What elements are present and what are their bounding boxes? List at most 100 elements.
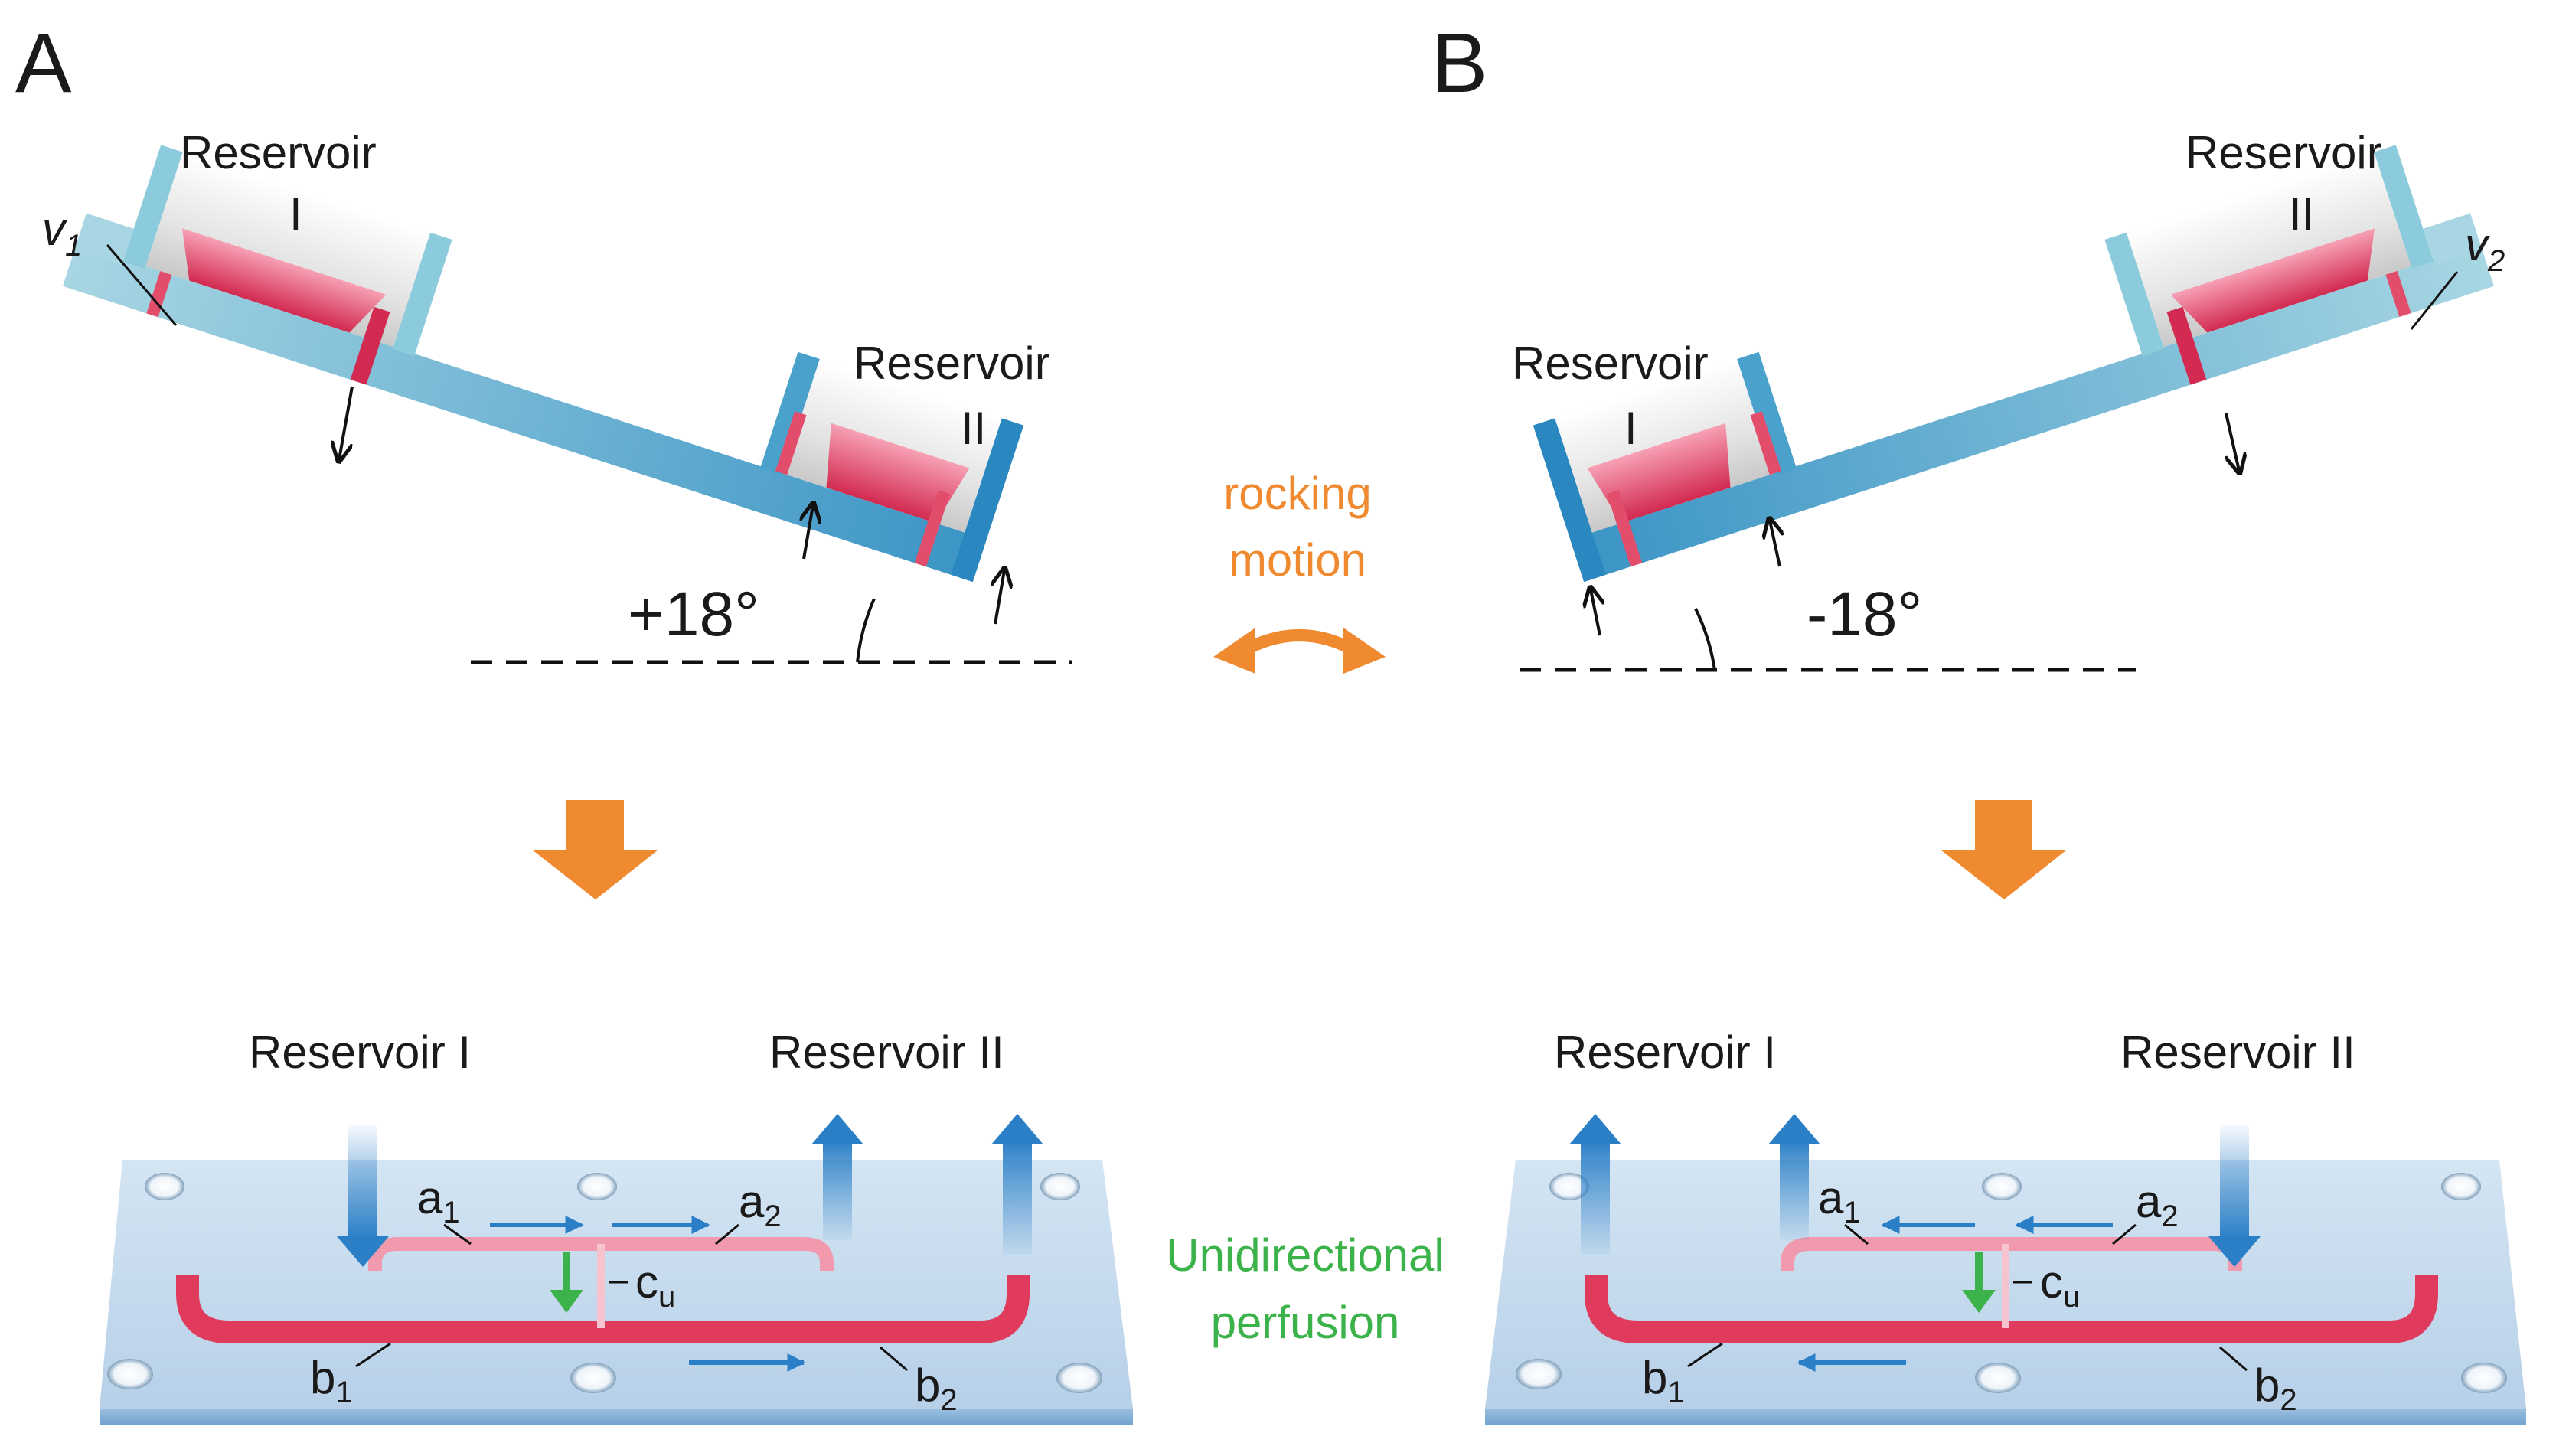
label-b1-leader <box>1687 1342 1723 1368</box>
chip-b: Reservoir I Reservoir II a1 a2 cu b1 b2 <box>1485 1027 2526 1425</box>
reservoir-ii-label-1: Reservoir <box>854 338 1050 389</box>
mounting-hole <box>107 1359 153 1389</box>
angle-arc-a <box>856 598 876 663</box>
label-b2: b2 <box>2254 1360 2297 1417</box>
flow-up-reservoir-ii-a <box>823 1141 852 1240</box>
mounting-hole <box>577 1173 617 1200</box>
label-a1: a1 <box>1818 1172 1861 1229</box>
reservoir-i-liquid <box>181 228 387 333</box>
label-a2: a2 <box>739 1176 782 1233</box>
mounting-hole <box>2461 1363 2507 1393</box>
channel-b <box>176 1275 1030 1343</box>
perfusion-line2: perfusion <box>1211 1297 1400 1348</box>
bottom-label-reservoir-ii: Reservoir II <box>2120 1027 2355 1078</box>
mounting-hole <box>570 1363 616 1393</box>
label-b1-leader <box>355 1342 391 1368</box>
main-channel <box>1570 243 2495 583</box>
main-channel <box>62 243 987 583</box>
reservoir-i-liquid <box>1587 423 1731 524</box>
angle-arc-b <box>1694 608 1716 671</box>
label-a2: a2 <box>2136 1176 2179 1233</box>
angle-label-a: +18° <box>628 579 759 649</box>
bottom-label-reservoir-ii: Reservoir II <box>769 1027 1004 1078</box>
inlet-i-right <box>1750 411 1782 475</box>
label-b2: b2 <box>915 1360 958 1417</box>
reservoir-ii-wall-right <box>2374 145 2434 269</box>
reservoir-i-label-1: Reservoir <box>180 127 377 178</box>
label-a2-leader <box>715 1223 739 1245</box>
reservoir-ii-label-2: II <box>2289 188 2314 240</box>
tilted-device-b <box>1533 145 2495 583</box>
reservoir-i-label-2: I <box>1624 403 1637 454</box>
label-b2-leader <box>2219 1346 2248 1372</box>
flow-up-head <box>811 1114 863 1144</box>
reservoir-ii-wall-left <box>759 351 820 476</box>
channel-b <box>1585 1275 2438 1343</box>
mounting-hole <box>2441 1173 2481 1200</box>
flow-arrow-in-ii-right <box>995 570 1004 625</box>
reservoir-i-label-1: Reservoir <box>1512 338 1709 389</box>
label-b2-leader <box>880 1346 908 1372</box>
label-b1: b1 <box>1642 1352 1685 1409</box>
flow-up-head <box>1569 1114 1621 1144</box>
perfusion-arrow-head <box>1962 1290 1996 1313</box>
flow-up-head <box>1768 1114 1820 1144</box>
mounting-hole <box>1549 1173 1589 1200</box>
flow-up-reservoir-ii-b <box>1003 1141 1032 1255</box>
flow-up-reservoir-i-a <box>1581 1141 1610 1255</box>
flow-down-head <box>337 1236 389 1267</box>
chip-a: Reservoir I Reservoir II a1 a2 cu b1 b2 <box>100 1027 1133 1425</box>
connector-cu <box>597 1244 605 1328</box>
mounting-hole <box>1516 1359 1562 1389</box>
flow-down-reservoir-ii <box>2220 1125 2249 1240</box>
tilted-device-a <box>62 145 1024 583</box>
flow-up-reservoir-i-b <box>1780 1141 1809 1240</box>
center-annotations: rocking motion Unidirectional perfusion <box>1166 468 1444 1348</box>
outlet-i <box>350 306 390 385</box>
label-a1: a1 <box>417 1172 460 1229</box>
flow-arrow-in-i-right <box>1770 521 1780 567</box>
valve-v2-leader <box>2410 271 2459 330</box>
valve-v2 <box>2385 270 2411 317</box>
panel-a-letter: A <box>15 16 72 110</box>
valve-v2-label: v2 <box>2465 219 2505 278</box>
label-cu: cu <box>635 1256 675 1314</box>
mounting-hole <box>145 1173 184 1200</box>
flow-arrow-out-i <box>339 386 354 459</box>
label-cu: cu <box>2040 1256 2080 1314</box>
reservoir-ii-wall-left <box>2104 232 2165 357</box>
mounting-hole <box>1056 1363 1102 1393</box>
reservoir-ii-label-1: Reservoir <box>2185 127 2382 178</box>
reservoir-i-wall-left <box>1533 418 1606 583</box>
bottom-label-reservoir-i: Reservoir I <box>249 1027 471 1078</box>
valve-v1 <box>146 271 172 318</box>
rocking-motion-line1: rocking <box>1223 468 1371 519</box>
reservoir-ii-wall-right <box>951 418 1024 583</box>
inlet-ii-right <box>914 490 950 567</box>
mounting-hole <box>1982 1173 2022 1200</box>
reservoir-i-wall-left <box>122 145 183 269</box>
mounting-hole <box>1975 1363 2021 1393</box>
flow-up-head <box>991 1114 1043 1144</box>
inlet-stub <box>74 213 134 266</box>
perfusion-arrow-head <box>550 1290 583 1313</box>
outlet-ii <box>2166 306 2207 385</box>
mounting-hole <box>1040 1173 1080 1200</box>
panel-b: B -18° Reservoir II Reservoir I v2 <box>1431 16 2505 672</box>
transition-arrow-a <box>532 800 658 899</box>
reservoir-i-wall-right <box>392 232 452 357</box>
bottom-label-reservoir-i: Reservoir I <box>1554 1027 1776 1078</box>
flow-down-reservoir-i <box>348 1125 377 1240</box>
flow-arrow-in-i-left <box>1591 589 1600 636</box>
flow-arrow-in-ii-left <box>804 505 813 560</box>
valve-v1-leader <box>106 244 178 326</box>
chip-edge <box>1485 1409 2526 1425</box>
angle-label-b: -18° <box>1807 579 1922 649</box>
label-a1-leader <box>443 1223 472 1245</box>
rocking-motion-line2: motion <box>1229 534 1366 586</box>
panel-a: A +18° Reservoir <box>15 16 1072 664</box>
label-b1: b1 <box>310 1352 353 1409</box>
connector-cu <box>2002 1244 2009 1328</box>
valve-v1-label: v1 <box>42 204 82 263</box>
